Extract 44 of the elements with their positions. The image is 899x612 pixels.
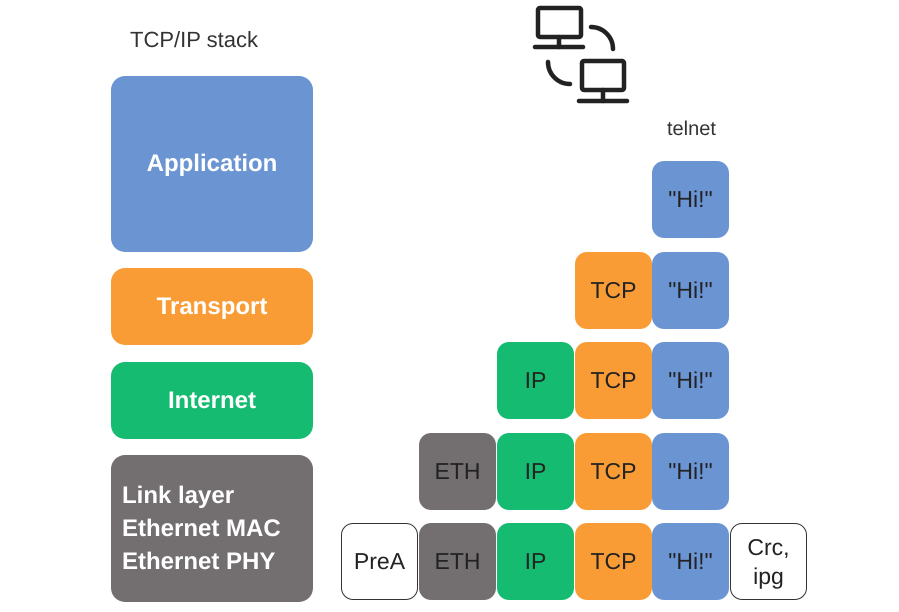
packet-field: [341, 523, 418, 600]
layer-name: Ethernet MAC: [122, 514, 281, 544]
packet-field: [497, 523, 574, 600]
field-name: IP: [524, 366, 546, 395]
packet-field: [419, 523, 496, 600]
protocol-layer-box: [111, 76, 313, 252]
field-name: "Hi!": [668, 276, 713, 305]
packet-field: [575, 433, 652, 510]
field-name: "Hi!": [668, 185, 713, 214]
field-name: TCP: [590, 366, 636, 395]
packet-field: [730, 523, 807, 600]
field-name: IP: [524, 457, 546, 486]
field-name: "Hi!": [668, 366, 713, 395]
field-name: TCP: [590, 547, 636, 576]
field-name: IP: [524, 547, 546, 576]
packet-field: [575, 252, 652, 329]
stack-heading: TCP/IP stack: [130, 27, 258, 53]
field-name: "Hi!": [668, 457, 713, 486]
field-name: ETH: [434, 547, 480, 576]
field-name: TCP: [590, 276, 636, 305]
packet-field: [652, 433, 729, 510]
packet-field: [652, 342, 729, 419]
field-name: "Hi!": [668, 547, 713, 576]
layer-name: Application: [146, 150, 278, 178]
packet-field: [652, 523, 729, 600]
packet-field: [419, 433, 496, 510]
protocol-layer-box: [111, 455, 313, 602]
field-name: TCP: [590, 457, 636, 486]
protocol-layer-box: [111, 362, 313, 439]
packet-field: [652, 161, 729, 238]
packet-field: [575, 523, 652, 600]
field-name: ETH: [434, 457, 480, 486]
layer-name: Internet: [168, 386, 256, 414]
layer-name: Transport: [156, 292, 268, 320]
packet-field: [652, 252, 729, 329]
protocol-label: telnet: [667, 118, 716, 141]
field-name: Crc, ipg: [746, 532, 791, 590]
packet-field: [575, 342, 652, 419]
layer-name: Link layer: [122, 481, 234, 511]
packet-field: [497, 433, 574, 510]
field-name: PreA: [354, 547, 406, 576]
layer-name: Ethernet PHY: [122, 547, 276, 577]
protocol-layer-box: [111, 268, 313, 345]
packet-field: [497, 342, 574, 419]
